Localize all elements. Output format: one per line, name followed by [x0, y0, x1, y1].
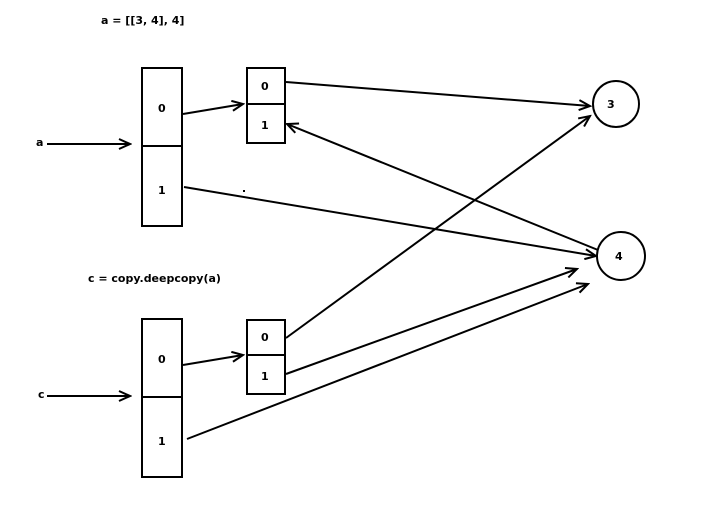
- title-c: c = copy.deepcopy(a): [88, 272, 221, 285]
- value-3-label: 3: [607, 98, 615, 111]
- c-outer-slot-1: 1: [158, 435, 166, 448]
- arrow-c-inner0-to-3: [285, 116, 590, 339]
- arrow-a-outer0-to-a-inner: [182, 104, 243, 115]
- title-a: a = [[3, 4], 4]: [101, 14, 184, 27]
- arrow-c-inner1-to-4: [285, 269, 577, 375]
- arrow-c-outer1-to-4: [186, 284, 588, 440]
- c-outer-slot-0: 0: [158, 353, 166, 366]
- a-inner-slot-1: 1: [261, 119, 269, 132]
- variable-label-c: c: [38, 388, 45, 401]
- c-inner-list: 0 1: [246, 319, 286, 395]
- stray-dot: [243, 190, 245, 192]
- a-outer-slot-1: 1: [158, 184, 166, 197]
- a-outer-list: 0 1: [141, 67, 183, 227]
- a-outer-slot-0: 0: [158, 102, 166, 115]
- value-node-3: 3: [592, 80, 640, 128]
- arrow-a-inner0-to-3: [285, 81, 590, 106]
- a-inner-slot-0: 0: [261, 80, 269, 93]
- arrow-c-outer0-to-c-inner: [182, 355, 243, 366]
- c-inner-slot-1: 1: [261, 370, 269, 383]
- arrow-a-inner1-to-4: [287, 124, 599, 251]
- arrow-a-outer1-to-4: [183, 186, 596, 256]
- value-4-label: 4: [615, 250, 623, 263]
- c-inner-slot-0: 0: [261, 331, 269, 344]
- variable-label-a: a: [36, 136, 43, 149]
- c-outer-list: 0 1: [141, 318, 183, 478]
- a-inner-list: 0 1: [246, 67, 286, 144]
- value-node-4: 4: [596, 231, 646, 281]
